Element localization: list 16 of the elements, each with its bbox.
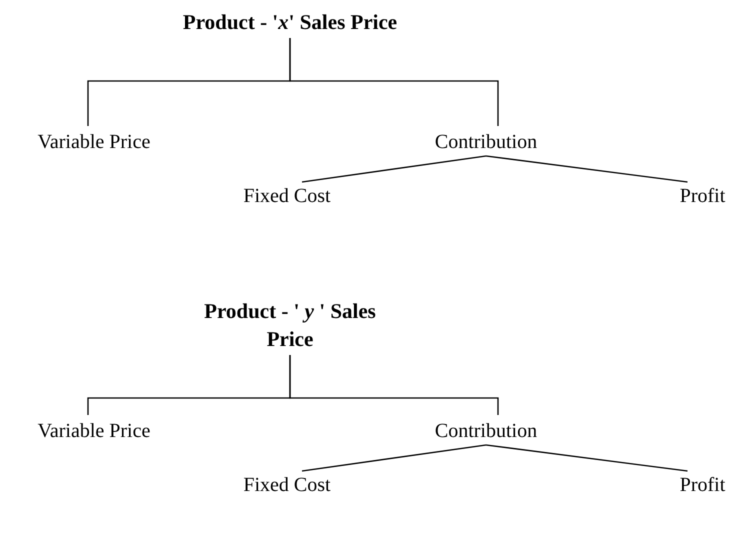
tree-node-label: Variable Price xyxy=(4,130,184,154)
connector-line xyxy=(289,38,499,126)
tree-node-label: Variable Price xyxy=(4,419,184,443)
connector-line xyxy=(486,444,688,472)
connector-line xyxy=(302,444,486,472)
connector-line xyxy=(289,355,499,415)
tree-node-label: Profit xyxy=(665,473,740,497)
tree-node-label: Contribution xyxy=(406,130,566,154)
tree-root-label: Product - ' y ' Sales Price xyxy=(180,297,400,353)
tree-node-label: Profit xyxy=(665,184,740,208)
tree-node-label: Contribution xyxy=(406,419,566,443)
tree-node-label: Fixed Cost xyxy=(222,184,352,208)
tree-root-label: Product - 'x' Sales Price xyxy=(180,8,400,36)
tree-node-label: Fixed Cost xyxy=(222,473,352,497)
connector-line xyxy=(302,155,486,183)
connector-line xyxy=(486,155,688,183)
